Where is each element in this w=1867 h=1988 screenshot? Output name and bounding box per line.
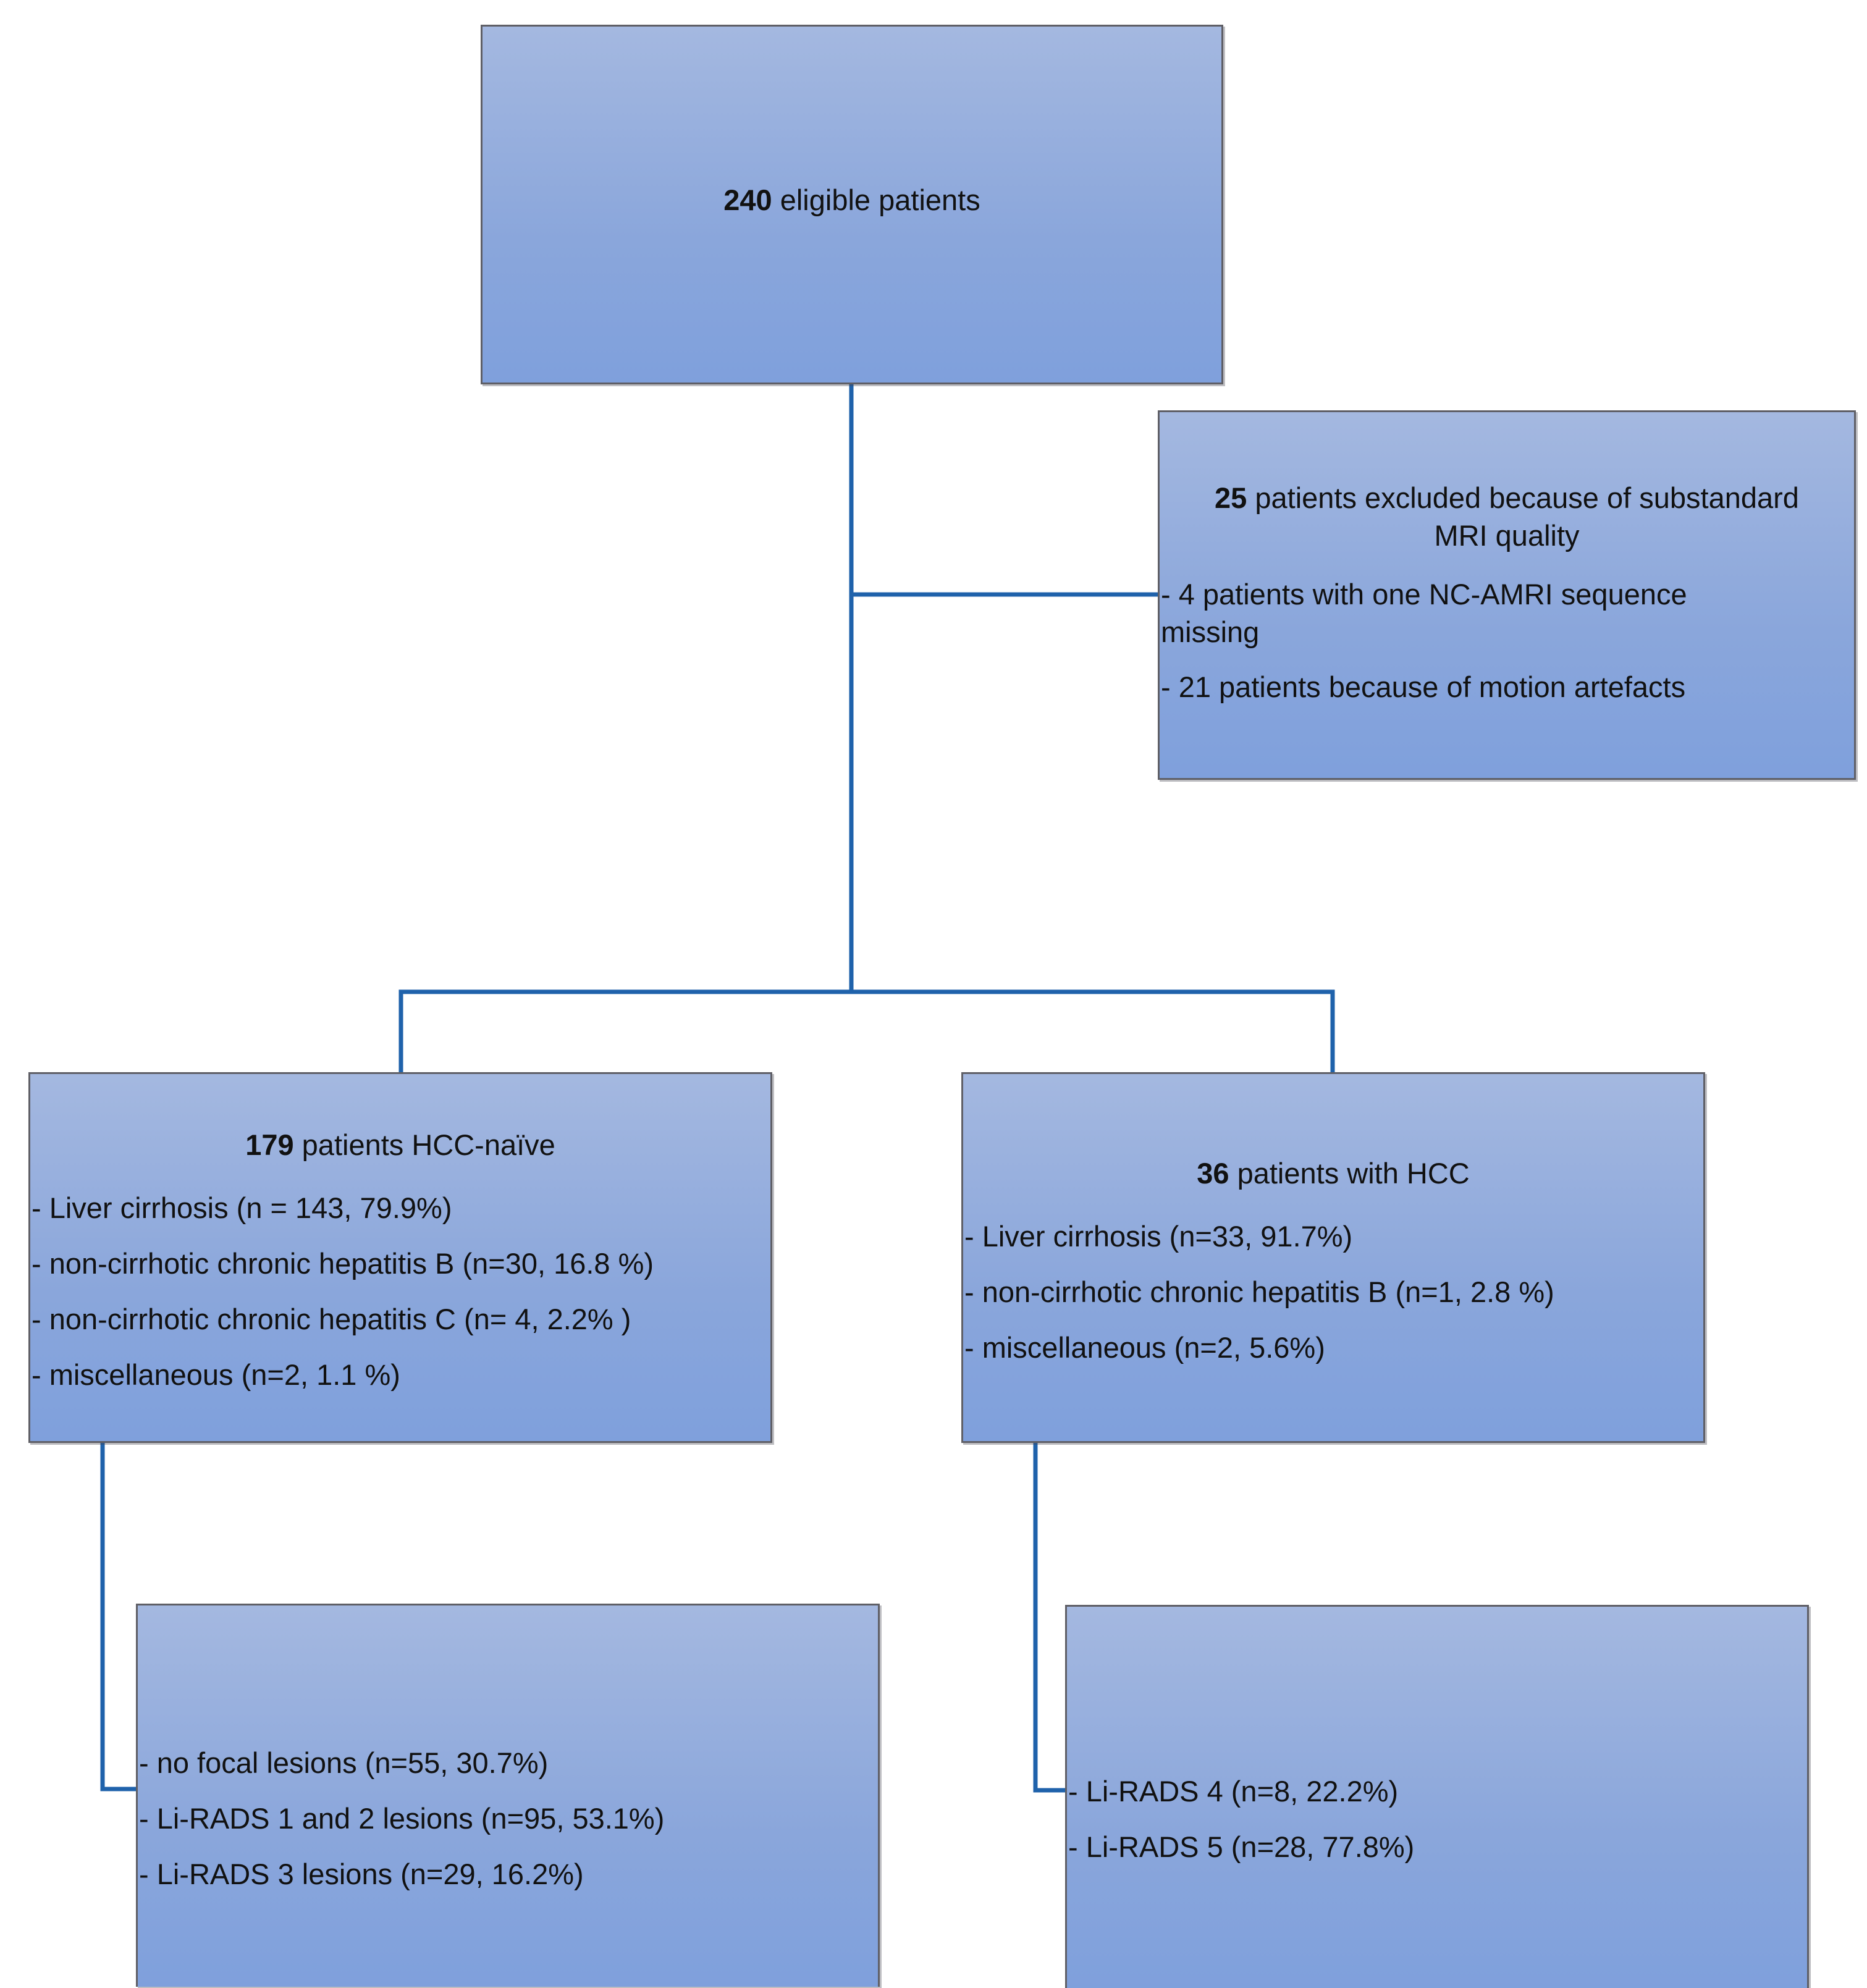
hcc-patients-item: - non-cirrhotic chronic hepatitis B (n=1…: [964, 1275, 1554, 1308]
naive-lesion-item: - Li-RADS 3 lesions (n=29, 16.2%): [139, 1858, 584, 1890]
hcc-lesions-connector: [1033, 1443, 1065, 1793]
naive-lesions-connector: [100, 1443, 136, 1791]
hcc-naive-title: 179 patients HCC-naïve: [30, 1126, 770, 1164]
eligible-patients-box: 240 eligible patients: [481, 25, 1223, 384]
naive-lesion-item: - no focal lesions (n=55, 30.7%): [139, 1746, 549, 1779]
split-connector: [398, 989, 1335, 1072]
hcc-patients-items: - Liver cirrhosis (n=33, 91.7%) - non-ci…: [963, 1209, 1554, 1376]
hcc-naive-box: 179 patients HCC-naïve - Liver cirrhosis…: [28, 1072, 772, 1443]
naive-lesions-box: - no focal lesions (n=55, 30.7%) - Li-RA…: [136, 1604, 880, 1987]
eligible-count: 240: [723, 184, 772, 216]
hcc-patients-title: 36 patients with HCC: [963, 1154, 1703, 1192]
excluded-title: 25 patients excluded because of substand…: [1160, 479, 1854, 517]
eligible-label: eligible patients: [772, 184, 980, 216]
hcc-naive-item: - non-cirrhotic chronic hepatitis B (n=3…: [32, 1247, 654, 1280]
hcc-lesions-box: - Li-RADS 4 (n=8, 22.2%) - Li-RADS 5 (n=…: [1065, 1605, 1809, 1988]
hcc-naive-item: - Liver cirrhosis (n = 143, 79.9%): [32, 1191, 452, 1224]
hcc-naive-item: - miscellaneous (n=2, 1.1 %): [32, 1358, 400, 1391]
hcc-lesions-items: - Li-RADS 4 (n=8, 22.2%) - Li-RADS 5 (n=…: [1067, 1764, 1414, 1875]
excluded-item: - 21 patients because of motion artefact…: [1161, 670, 1686, 704]
excluded-item: missing: [1161, 615, 1260, 649]
hcc-patients-label: patients with HCC: [1229, 1157, 1470, 1190]
excluded-items: - 4 patients with one NC-AMRI sequence m…: [1160, 575, 1687, 706]
excluded-title-line2: MRI quality: [1434, 519, 1580, 552]
hcc-naive-item: - non-cirrhotic chronic hepatitis C (n= …: [32, 1303, 631, 1335]
hcc-naive-count: 179: [245, 1128, 294, 1161]
hcc-patients-item: - Liver cirrhosis (n=33, 91.7%): [964, 1220, 1353, 1253]
naive-lesions-items: - no focal lesions (n=55, 30.7%) - Li-RA…: [138, 1735, 664, 1902]
hcc-patients-item: - miscellaneous (n=2, 5.6%): [964, 1331, 1325, 1364]
hcc-naive-items: - Liver cirrhosis (n = 143, 79.9%) - non…: [30, 1180, 654, 1403]
naive-lesion-item: - Li-RADS 1 and 2 lesions (n=95, 53.1%): [139, 1802, 665, 1835]
hcc-lesion-item: - Li-RADS 5 (n=28, 77.8%): [1068, 1830, 1415, 1863]
excluded-patients-box: 25 patients excluded because of substand…: [1158, 410, 1856, 780]
excluded-count: 25: [1215, 481, 1247, 514]
hcc-naive-label: patients HCC-naïve: [293, 1128, 555, 1161]
hcc-patients-box: 36 patients with HCC - Liver cirrhosis (…: [961, 1072, 1705, 1443]
hcc-patients-count: 36: [1197, 1157, 1229, 1190]
hcc-lesion-item: - Li-RADS 4 (n=8, 22.2%): [1068, 1775, 1399, 1808]
excluded-title-text: patients excluded because of substandard: [1247, 481, 1799, 514]
eligible-patients-text: 240 eligible patients: [483, 181, 1221, 219]
excluded-item: - 4 patients with one NC-AMRI sequence: [1161, 578, 1687, 611]
